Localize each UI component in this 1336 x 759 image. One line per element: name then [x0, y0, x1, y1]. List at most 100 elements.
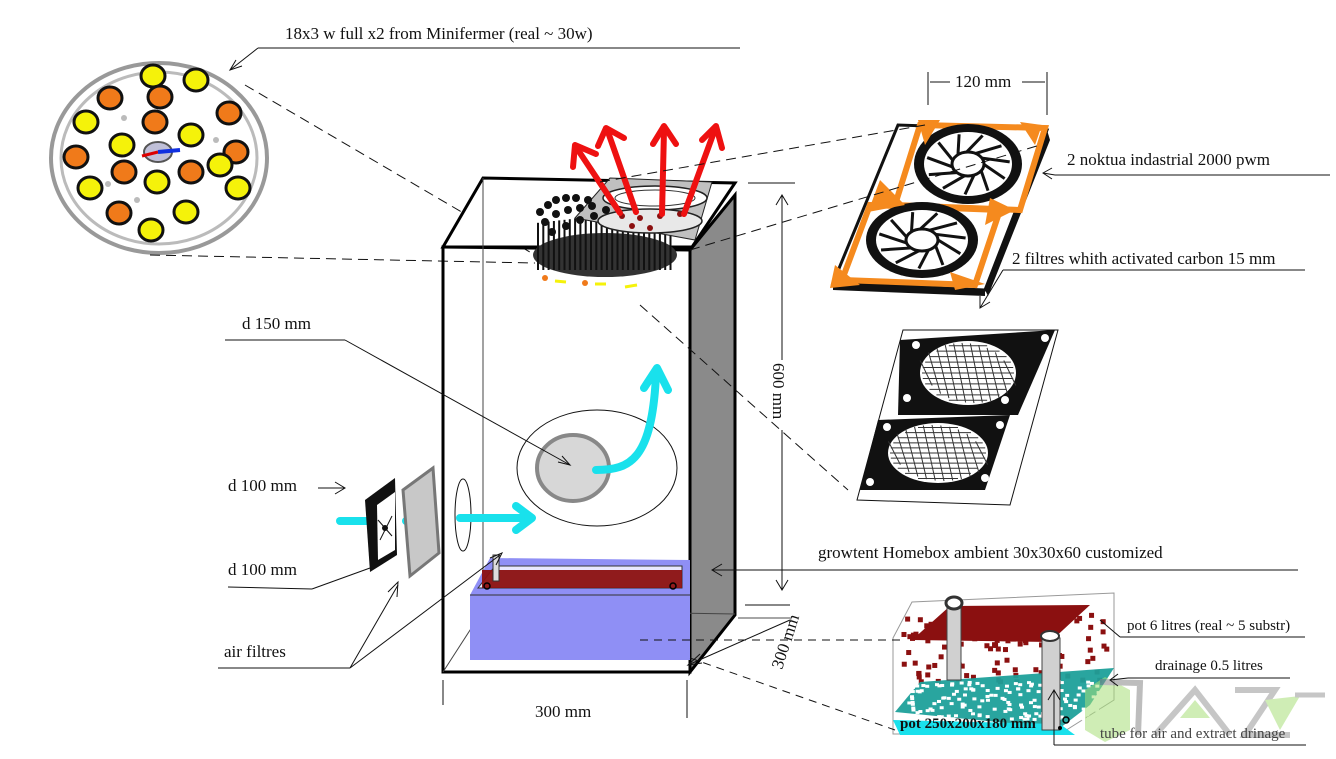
led-chip [76, 175, 104, 201]
pot-soil-cube [992, 667, 998, 673]
fan-1 [914, 124, 1022, 204]
pot-soil-cube [912, 660, 918, 666]
heatsink-dot [637, 215, 643, 221]
label-air-filtres: air filtres [224, 642, 286, 661]
led-chip [96, 85, 124, 111]
drainage-pebble [919, 689, 924, 693]
drainage-pebble [935, 683, 940, 687]
led-chip [108, 132, 136, 158]
fan-blade [878, 232, 908, 245]
drainage-pebble [946, 696, 951, 700]
pot-soil-cube [1100, 629, 1106, 635]
drainage-pebble [1081, 707, 1086, 711]
pot-soil-cube [995, 646, 1001, 652]
mesh-line [1003, 360, 1017, 386]
drainage-pebble [970, 712, 975, 716]
drainage-pebble [937, 699, 942, 703]
drainage-pebble [1023, 712, 1028, 716]
mesh-line [978, 344, 992, 402]
dimension-lines [218, 72, 1330, 746]
drainage-pebble [1019, 716, 1024, 720]
drainage-pebble [1004, 684, 1009, 688]
fan-blade [937, 141, 955, 162]
fan-blade [942, 173, 967, 190]
label-pot-size: pot 250x200x180 mm [900, 716, 1036, 732]
pot-soil-cube [988, 646, 994, 652]
drainage-pebble [985, 715, 990, 719]
pot-soil-cube [1090, 655, 1096, 661]
drainage-pebble [980, 699, 985, 703]
top-exhaust [533, 177, 713, 289]
drainage-pebble [1072, 706, 1077, 710]
heatsink-dot [602, 206, 610, 214]
carbon-filters-detail [856, 329, 1059, 506]
drainage-pebble [1026, 689, 1031, 693]
pot-soil-cube [1087, 647, 1093, 653]
reservoir [470, 554, 690, 660]
drainage-pebble [918, 709, 923, 713]
led-chip [215, 100, 243, 126]
fan-blade [982, 162, 1006, 180]
drainage-pebble [975, 681, 980, 685]
drainage-pebble [1081, 689, 1086, 693]
label-depth: 300 mm [768, 612, 803, 671]
pot-soil-cube [925, 672, 931, 678]
drainage-pebble [1081, 717, 1086, 721]
drainage-pebble [915, 689, 920, 693]
drainage-pebble [1022, 717, 1027, 721]
drainage-pebble [1025, 717, 1030, 721]
drainage-pebble [1062, 697, 1067, 701]
heatsink-dot [562, 222, 570, 230]
fan-blade [895, 249, 921, 265]
mesh-line [969, 343, 983, 403]
label-width: 300 mm [535, 702, 591, 721]
led-chip [137, 217, 165, 243]
drainage-pebble [985, 694, 990, 698]
drainage-pebble [954, 689, 959, 693]
drainage-pebble [1024, 714, 1029, 718]
drainage-pebble [925, 709, 930, 713]
drainage-pebble [939, 706, 944, 710]
fan-blade [964, 134, 984, 154]
led-mark [134, 197, 140, 203]
drainage-pebble [1068, 703, 1073, 707]
drainage-pebble [963, 687, 968, 691]
drainage-pebble [946, 714, 951, 718]
drainage-pebble [1086, 680, 1091, 684]
drainage-pebble [1086, 684, 1091, 688]
heatsink-dot [552, 210, 560, 218]
led-chip [172, 199, 200, 225]
drainage-pebble [910, 697, 915, 701]
pot-soil-cube [910, 632, 916, 638]
pot-soil-cube [959, 663, 965, 669]
fan-blade [880, 246, 912, 252]
pot-soil-cube [1023, 640, 1029, 646]
label-growtent: growtent Homebox ambient 30x30x60 custom… [818, 543, 1163, 562]
drainage-pebble [968, 708, 973, 712]
pot-soil-cube [1033, 667, 1039, 673]
label-carbon-filters: 2 filtres whith activated carbon 15 mm [1012, 249, 1275, 268]
led-chip [146, 84, 174, 110]
led-chip [224, 175, 252, 201]
fan-blade [979, 169, 990, 192]
pot-soil-cube [1002, 647, 1008, 653]
drainage-pebble [907, 701, 912, 705]
drainage-pebble [917, 690, 922, 694]
drainage-pebble [1032, 698, 1037, 702]
drainage-pebble [977, 714, 982, 718]
drainage-pebble [939, 715, 944, 719]
pot-soil-cube [925, 638, 931, 644]
fan-blade [980, 156, 1010, 164]
drainage-pebble [911, 708, 916, 712]
drainage-pebble [962, 693, 967, 697]
heatsink-dot [590, 212, 598, 220]
drainage-pebble [940, 683, 945, 687]
drainage-pebble [977, 705, 982, 709]
fan-blade [918, 212, 939, 231]
pot-soil-cube [984, 643, 990, 649]
drainage-pebble [1027, 714, 1032, 718]
led-chip [182, 67, 210, 93]
drainage-pebble [953, 714, 958, 718]
drainage-pebble [1029, 682, 1034, 686]
